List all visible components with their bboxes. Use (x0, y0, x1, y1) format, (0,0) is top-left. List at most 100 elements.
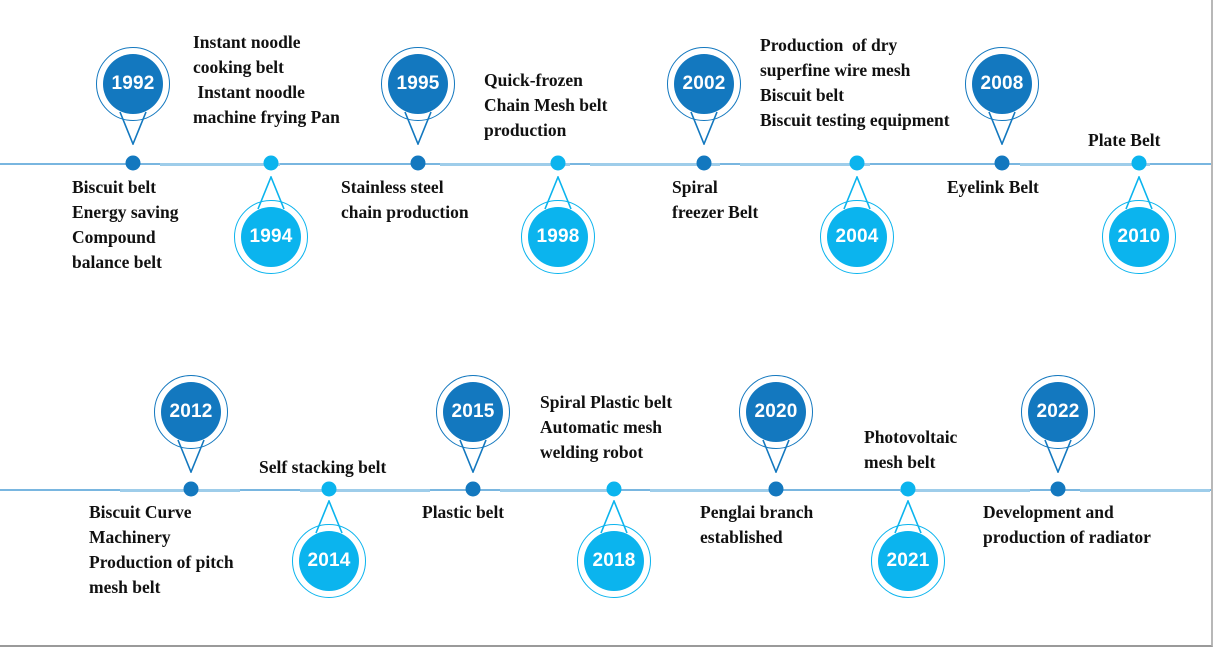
event-label-2015: Plastic belt (422, 502, 505, 522)
badge-year-label: 2015 (443, 382, 503, 442)
axis-segment (740, 162, 870, 166)
badge-ring (1021, 375, 1095, 449)
event-label-1998: Quick-frozen Chain Mesh belt production (484, 70, 608, 140)
year-badge-2012[interactable]: 2012 (154, 375, 228, 473)
badge-ring (96, 47, 170, 121)
event-label-2014: Self stacking belt (259, 457, 387, 477)
year-badge-1992[interactable]: 1992 (96, 47, 170, 145)
timeline-dot-2015[interactable] (465, 481, 481, 497)
badge-year-label: 1992 (103, 54, 163, 114)
year-badge-2002[interactable]: 2002 (667, 47, 741, 145)
badge-pointer-icon (1125, 176, 1153, 210)
badge-ring (577, 524, 651, 598)
axis-segment (120, 488, 240, 492)
badge-pointer-icon (894, 500, 922, 534)
event-label-2022: Development and production of radiator (983, 502, 1151, 547)
event-label-1992: Biscuit belt Energy saving Compound bala… (72, 177, 179, 272)
badge-year-label: 2022 (1028, 382, 1088, 442)
timeline-dot-1994[interactable] (263, 155, 279, 171)
axis-segment (300, 488, 430, 492)
badge-pointer-icon (762, 439, 790, 473)
event-label-2008: Eyelink Belt (947, 177, 1039, 197)
badge-ring (234, 200, 308, 274)
timeline-dot-2014[interactable] (321, 481, 337, 497)
badge-ring (820, 200, 894, 274)
badge-pointer-icon (544, 176, 572, 210)
year-badge-2004[interactable]: 2004 (820, 176, 894, 274)
timeline-axis-row-2 (0, 488, 1211, 492)
badge-ring (436, 375, 510, 449)
badge-year-label: 1995 (388, 54, 448, 114)
event-label-1994: Instant noodle cooking belt Instant nood… (193, 32, 340, 127)
timeline-axis-row-1 (0, 162, 1211, 166)
year-badge-2014[interactable]: 2014 (292, 500, 366, 598)
badge-ring (381, 47, 455, 121)
axis-segment (160, 162, 280, 166)
timeline-dot-2012[interactable] (183, 481, 199, 497)
year-badge-1994[interactable]: 1994 (234, 176, 308, 274)
badge-year-label: 1994 (241, 207, 301, 267)
badge-ring (154, 375, 228, 449)
badge-pointer-icon (177, 439, 205, 473)
axis-segment (1080, 488, 1210, 492)
year-badge-2018[interactable]: 2018 (577, 500, 651, 598)
timeline-dot-2021[interactable] (900, 481, 916, 497)
axis-segment (440, 162, 570, 166)
badge-pointer-icon (459, 439, 487, 473)
axis-segment (650, 488, 780, 492)
badge-ring (521, 200, 595, 274)
timeline-dot-2010[interactable] (1131, 155, 1147, 171)
timeline-dot-1995[interactable] (410, 155, 426, 171)
timeline-dot-2022[interactable] (1050, 481, 1066, 497)
event-label-2010: Plate Belt (1088, 130, 1161, 150)
event-label-1995: Stainless steel chain production (341, 177, 469, 222)
event-label-2004: Production of dry superfine wire mesh Bi… (760, 35, 950, 130)
badge-ring (739, 375, 813, 449)
badge-pointer-icon (690, 111, 718, 145)
year-badge-2010[interactable]: 2010 (1102, 176, 1176, 274)
timeline-dot-2004[interactable] (849, 155, 865, 171)
event-label-2018: Spiral Plastic belt Automatic mesh weldi… (540, 392, 673, 462)
badge-ring (292, 524, 366, 598)
badge-year-label: 2002 (674, 54, 734, 114)
year-badge-2008[interactable]: 2008 (965, 47, 1039, 145)
event-label-2021: Photovoltaic mesh belt (864, 427, 958, 472)
year-badge-1995[interactable]: 1995 (381, 47, 455, 145)
badge-pointer-icon (404, 111, 432, 145)
badge-year-label: 2020 (746, 382, 806, 442)
badge-year-label: 2018 (584, 531, 644, 591)
axis-segment (500, 488, 620, 492)
badge-ring (871, 524, 945, 598)
event-label-2012: Biscuit Curve Machinery Production of pi… (89, 502, 234, 597)
badge-pointer-icon (257, 176, 285, 210)
axis-segment (1020, 162, 1150, 166)
badge-pointer-icon (843, 176, 871, 210)
badge-pointer-icon (119, 111, 147, 145)
badge-year-label: 2004 (827, 207, 887, 267)
event-label-2020: Penglai branch established (700, 502, 814, 547)
timeline-dot-2002[interactable] (696, 155, 712, 171)
badge-year-label: 1998 (528, 207, 588, 267)
badge-year-label: 2012 (161, 382, 221, 442)
year-badge-2015[interactable]: 2015 (436, 375, 510, 473)
year-badge-2022[interactable]: 2022 (1021, 375, 1095, 473)
badge-pointer-icon (988, 111, 1016, 145)
axis-segment (590, 162, 720, 166)
badge-pointer-icon (1044, 439, 1072, 473)
timeline-dot-2008[interactable] (994, 155, 1010, 171)
timeline-dot-2018[interactable] (606, 481, 622, 497)
year-badge-2020[interactable]: 2020 (739, 375, 813, 473)
badge-pointer-icon (600, 500, 628, 534)
badge-ring (1102, 200, 1176, 274)
axis-segment (900, 488, 1030, 492)
year-badge-2021[interactable]: 2021 (871, 500, 945, 598)
year-badge-1998[interactable]: 1998 (521, 176, 595, 274)
timeline-dot-1998[interactable] (550, 155, 566, 171)
badge-year-label: 2010 (1109, 207, 1169, 267)
badge-pointer-icon (315, 500, 343, 534)
badge-year-label: 2008 (972, 54, 1032, 114)
badge-year-label: 2021 (878, 531, 938, 591)
timeline-dot-1992[interactable] (125, 155, 141, 171)
timeline-dot-2020[interactable] (768, 481, 784, 497)
